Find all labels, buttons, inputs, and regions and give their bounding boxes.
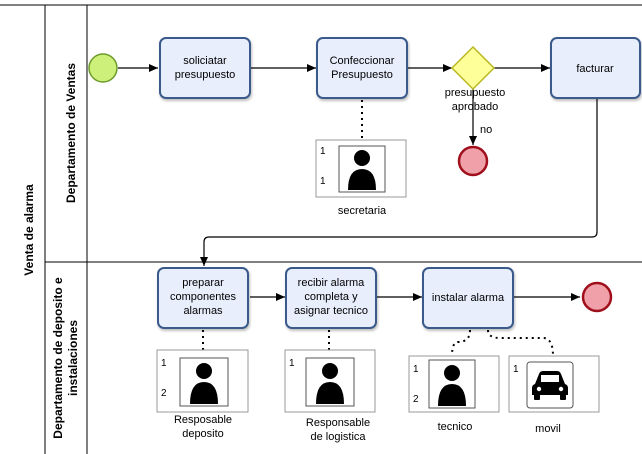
resource-label-line2: deposito xyxy=(182,428,224,440)
resource-label-line1: Responsable xyxy=(306,417,370,429)
resource-count: 2 xyxy=(161,388,167,399)
pool: Venta de alarma xyxy=(0,4,642,454)
resource-responsable-deposito[interactable]: 1 2 xyxy=(156,349,249,413)
task-instalar-alarma[interactable]: instalar alarma xyxy=(422,267,514,329)
resource-movil[interactable]: 1 xyxy=(508,355,600,413)
lane-label-ventas: Departamento de Ventas xyxy=(64,63,78,203)
end-event-instalado[interactable] xyxy=(581,281,613,313)
end-event-rechazado[interactable] xyxy=(457,145,489,177)
associations xyxy=(202,100,554,357)
task-label-line2: completa y xyxy=(304,291,358,303)
task-label-line3: alarmas xyxy=(183,305,223,317)
person-icon xyxy=(428,359,476,409)
task-confeccionar-presupuesto[interactable]: Confeccionar Presupuesto xyxy=(316,37,408,99)
task-solicitar-presupuesto[interactable]: soliciatar presupuesto xyxy=(159,37,251,99)
task-label-line2: componentes xyxy=(170,291,237,303)
resource-count: 1 xyxy=(320,146,326,157)
task-recibir-alarma[interactable]: recibir alarma completa y asignar tecnic… xyxy=(285,267,377,329)
resource-responsable-logistica[interactable]: 1 xyxy=(284,349,376,413)
task-label-line1: facturar xyxy=(576,63,614,75)
pool-label: Venta de alarma xyxy=(22,184,36,276)
sequence-flows xyxy=(118,64,598,301)
resource-tecnico[interactable]: 1 2 xyxy=(408,355,500,413)
task-label-line1: instalar alarma xyxy=(432,292,505,304)
task-facturar[interactable]: facturar xyxy=(550,37,641,99)
gateway-label-line2: aprobado xyxy=(452,101,499,113)
resource-count: 1 xyxy=(413,364,419,375)
task-label-line2: Presupuesto xyxy=(331,69,393,81)
task-preparar-componentes[interactable]: preparar componentes alarmas xyxy=(157,267,249,329)
lane-label-deposito-line2: instalaciones xyxy=(66,320,80,396)
person-icon xyxy=(179,357,229,407)
task-label-line3: asignar tecnico xyxy=(294,305,368,317)
assoc-instalar-tecnico xyxy=(451,329,471,357)
task-label-line1: Confeccionar xyxy=(330,55,395,67)
resource-label-tecnico: tecnico xyxy=(438,421,473,433)
start-event[interactable] xyxy=(88,53,118,83)
flow-facturar-preparar xyxy=(200,98,598,266)
resource-count: 1 xyxy=(161,358,167,369)
task-label-line1: soliciatar xyxy=(183,55,227,67)
gateway-presupuesto-aprobado[interactable] xyxy=(450,45,496,91)
resource-count: 1 xyxy=(289,358,295,369)
person-icon xyxy=(338,145,386,193)
lane-label-deposito-line1: Departamento de deposito e xyxy=(51,277,65,439)
flow-label-no: no xyxy=(480,124,492,136)
task-label-line1: recibir alarma xyxy=(298,277,366,289)
assoc-instalar-movil xyxy=(487,329,554,357)
resource-label-secretaria: secretaria xyxy=(338,205,387,217)
resource-label-line1: Resposable xyxy=(174,414,232,426)
resource-secretaria[interactable]: 1 1 xyxy=(315,139,407,198)
resource-count: 1 xyxy=(513,364,519,375)
lane-ventas: Departamento de Ventas xyxy=(64,63,78,203)
resource-count: 2 xyxy=(413,394,419,405)
car-icon xyxy=(526,361,574,409)
resource-label-movil: movil xyxy=(535,423,561,435)
task-label-line2: presupuesto xyxy=(175,69,236,81)
resource-count: 1 xyxy=(320,176,326,187)
lane-deposito: Departamento de deposito e instalaciones xyxy=(51,277,80,439)
resource-label-line2: de logistica xyxy=(310,431,366,443)
task-label-line1: preparar xyxy=(182,277,224,289)
person-icon xyxy=(305,357,355,407)
gateway-label-line1: presupuesto xyxy=(445,87,506,99)
